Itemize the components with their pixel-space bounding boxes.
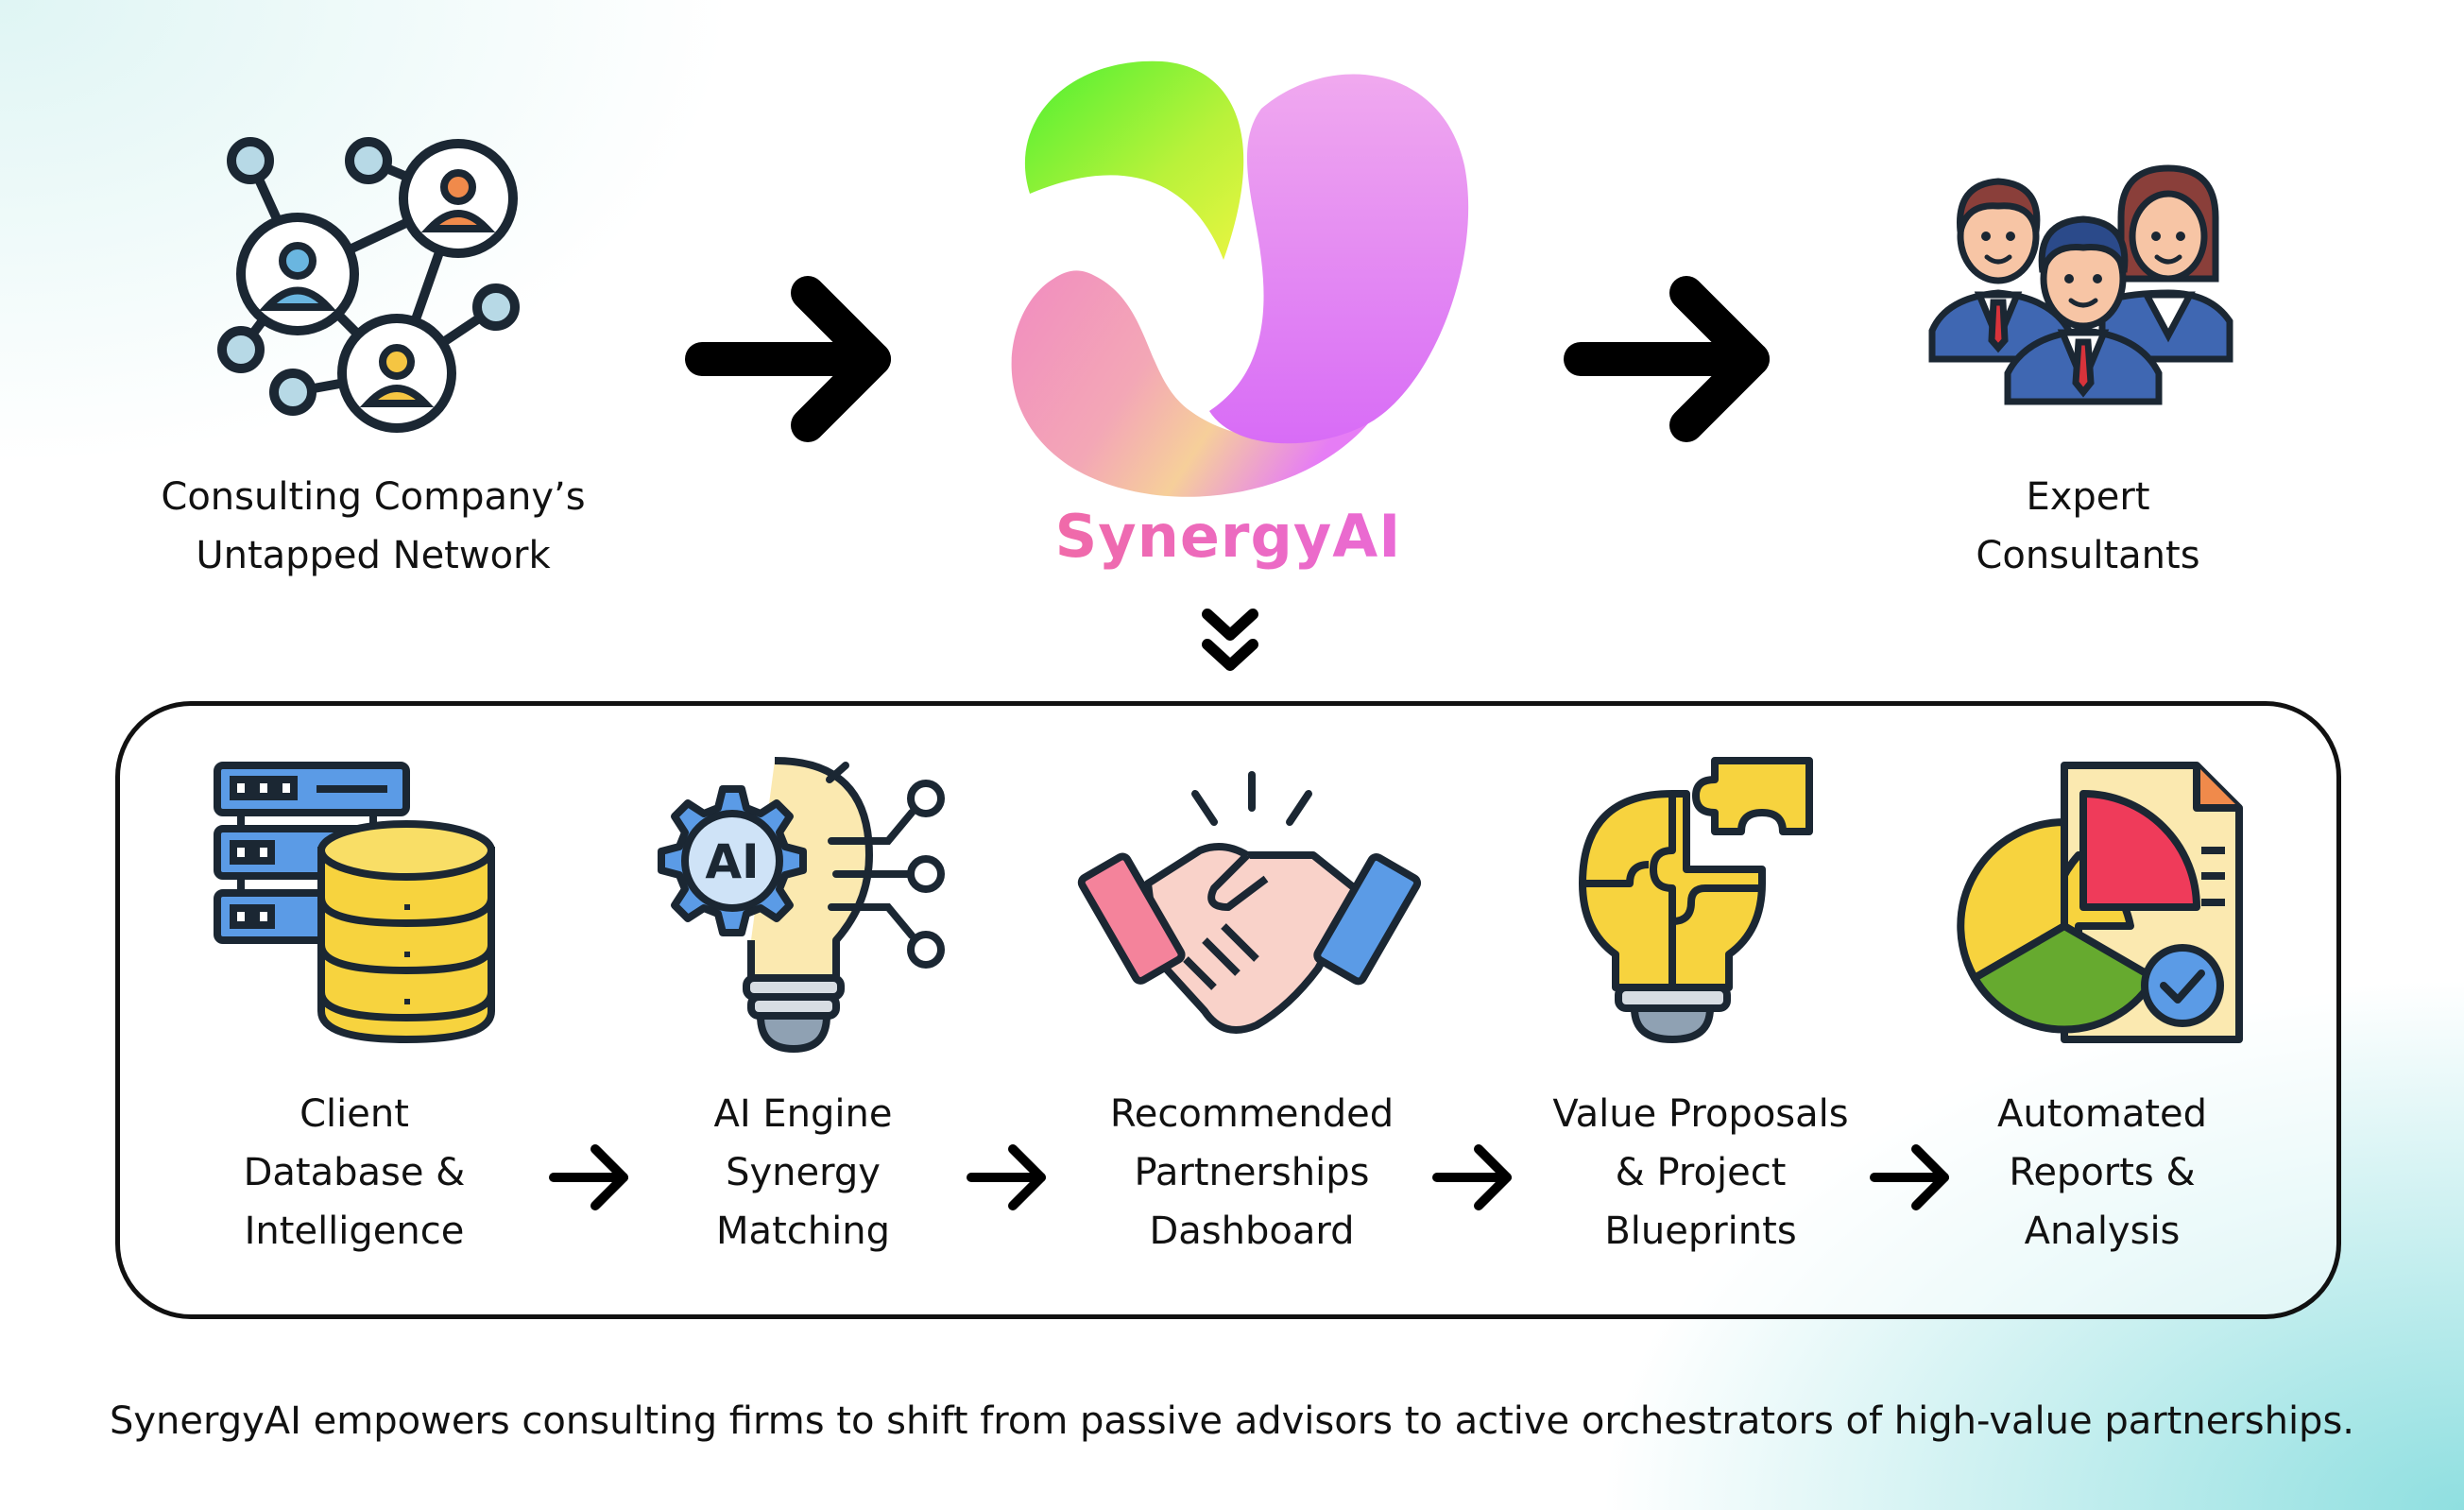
double-chevron-down-icon <box>1202 609 1258 671</box>
brand-name: SynergyAI <box>1039 501 1417 573</box>
arrow-right-icon <box>685 276 891 442</box>
database-server-icon <box>214 762 495 1044</box>
svg-text:AI: AI <box>705 834 759 889</box>
arrow-right-icon <box>1870 1144 1949 1210</box>
step-1-label: Client Database & Intelligence <box>243 1092 466 1253</box>
source-label: Consulting Company’s Untapped Network <box>161 475 586 577</box>
arrow-right-icon <box>1432 1144 1512 1210</box>
arrow-right-icon <box>967 1144 1046 1210</box>
step-2-label: AI Engine Synergy Matching <box>713 1092 893 1253</box>
footer-tagline: SynergyAI empowers consulting firms to s… <box>109 1399 2355 1443</box>
ai-lightbulb-icon: AI <box>658 757 945 1053</box>
step-3-label: Recommended Partnerships Dashboard <box>1109 1092 1395 1253</box>
synergyai-logo-icon <box>1011 60 1469 497</box>
puzzle-lightbulb-icon <box>1579 757 1813 1043</box>
target-label: Expert Consultants <box>1976 475 2200 577</box>
arrow-right-icon <box>549 1144 628 1210</box>
step-4-label: Value Proposals & Project Blueprints <box>1552 1092 1849 1253</box>
step-5-label: Automated Reports & Analysis <box>1996 1092 2208 1253</box>
report-chart-icon <box>1957 762 2243 1043</box>
arrow-right-icon <box>1564 276 1770 442</box>
handshake-icon <box>1077 771 1422 1034</box>
network-icon <box>217 137 520 433</box>
consultants-group-icon <box>1928 164 2233 405</box>
